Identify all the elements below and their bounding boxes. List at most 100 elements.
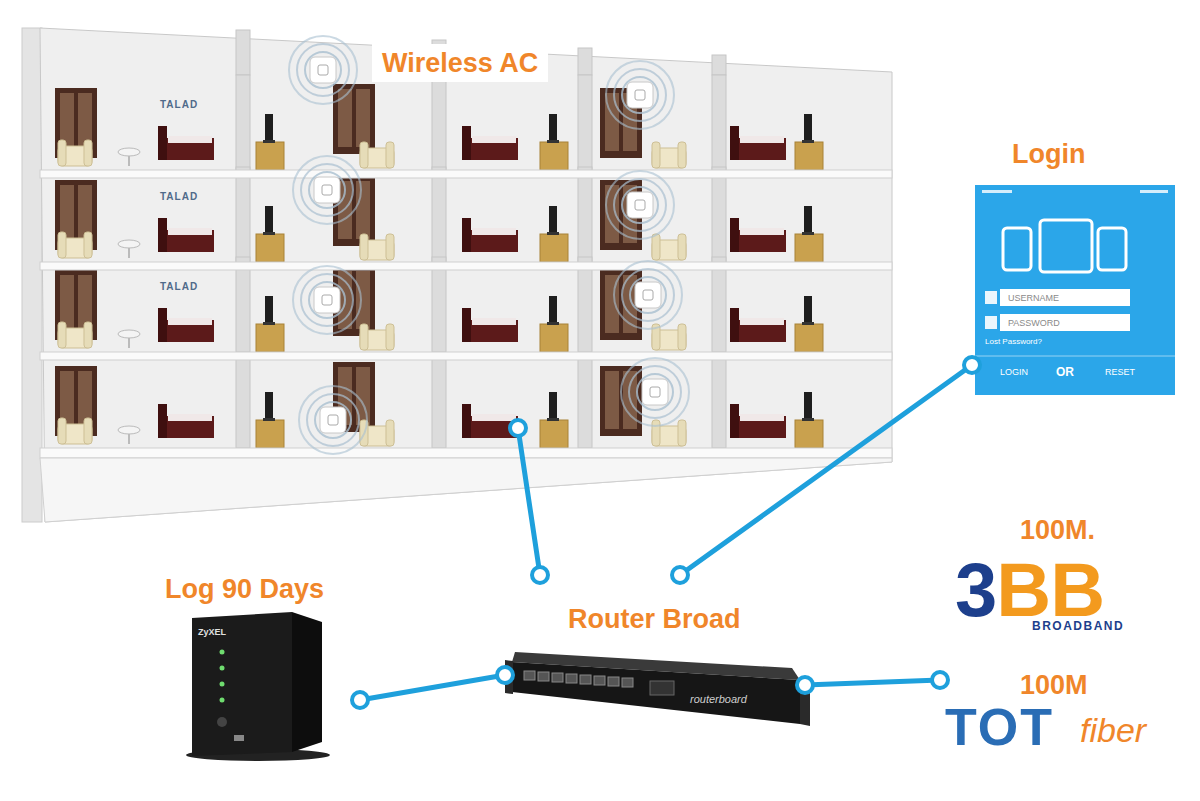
wall-logo: TALAD <box>160 98 198 111</box>
login-screen <box>982 190 1012 193</box>
hotel-building <box>578 48 592 75</box>
login-screen <box>1000 314 1130 331</box>
log-storage <box>220 666 225 671</box>
router-device <box>594 676 605 685</box>
log-storage <box>220 698 225 703</box>
log-storage <box>292 612 322 752</box>
hotel-building <box>55 257 823 352</box>
hotel-building <box>236 30 250 75</box>
hotel-building <box>22 28 892 522</box>
button-label: RESET <box>1105 366 1135 378</box>
router-device <box>505 652 810 726</box>
hotel-building <box>614 261 682 329</box>
button-label: RESET <box>1105 366 1135 378</box>
router-device <box>650 681 674 695</box>
hotel-building <box>40 448 892 458</box>
logo-text: TOT <box>945 706 1054 748</box>
router-device <box>512 662 800 724</box>
log-storage <box>234 735 244 741</box>
login-screen <box>1098 228 1126 270</box>
brand-text: ZyXEL <box>198 626 226 638</box>
connector-dot <box>672 567 688 583</box>
heading-label: Router Broad <box>568 603 741 635</box>
network-cable <box>680 365 972 575</box>
field-placeholder: PASSWORD <box>1008 317 1060 329</box>
login-screen <box>975 185 1175 395</box>
router-device <box>622 678 633 687</box>
router-node: Router Broad <box>505 575 805 730</box>
speed-label: 100M. <box>1020 515 1095 545</box>
login-screen <box>975 185 1175 395</box>
connector-group <box>797 672 948 693</box>
connector-dot <box>932 672 948 688</box>
log-storage <box>186 612 330 761</box>
network-cable <box>360 675 505 700</box>
link-text: Lost Password? <box>985 337 1042 347</box>
login-screen <box>985 316 997 329</box>
wall-logo: TALAD <box>160 190 198 203</box>
button-label: OR <box>1056 364 1074 380</box>
hotel-building <box>712 55 726 75</box>
log-storage <box>220 650 225 655</box>
brand-text: routerboard <box>690 692 747 706</box>
button-label: LOGIN <box>1000 366 1028 378</box>
connector-dot <box>797 677 813 693</box>
connector-dot <box>532 567 548 583</box>
hotel-building <box>606 171 674 239</box>
wall-logo: TALAD <box>160 280 198 293</box>
hotel-building <box>40 170 892 178</box>
log-storage <box>192 612 292 756</box>
button-label: LOGIN <box>1000 366 1028 378</box>
log-storage-node: Log 90 Days <box>160 570 360 760</box>
login-screen <box>985 291 997 304</box>
link-text: Lost Password? <box>985 337 1042 347</box>
logo-subtext: BROADBAND <box>1032 619 1124 633</box>
connector-group <box>672 357 980 583</box>
login-screen <box>1040 220 1092 272</box>
isp-node: 100M. 3BBBROADBAND <box>950 512 1150 639</box>
hotel-building <box>40 262 892 270</box>
connector-dot <box>964 357 980 373</box>
login-screen <box>1003 228 1031 270</box>
isp-node: 100MTOTfiber <box>940 668 1175 754</box>
router-device <box>566 674 577 683</box>
hotel-building <box>299 386 367 454</box>
field-placeholder: USERNAME <box>1008 292 1059 304</box>
connector-dot <box>510 420 526 436</box>
logo-text: 3BB <box>955 559 1104 621</box>
router-device <box>580 675 591 684</box>
wall-logo: TALAD <box>160 98 198 111</box>
router-device <box>524 671 535 680</box>
brand-text: ZyXEL <box>198 626 226 638</box>
button-label: OR <box>1056 364 1074 380</box>
login-node: Login <box>972 138 1178 398</box>
hotel-building <box>289 36 357 104</box>
hotel-building <box>40 352 892 360</box>
logo-subtext: fiber <box>1080 712 1146 748</box>
router-device <box>608 677 619 686</box>
wall-logo: TALAD <box>160 190 198 203</box>
hotel-building <box>621 358 689 426</box>
heading-label: Wireless AC <box>372 44 548 82</box>
connector-group <box>510 420 548 583</box>
hotel-building <box>40 28 892 522</box>
connector-dot <box>497 667 513 683</box>
network-cable <box>518 428 540 575</box>
hotel-building <box>293 156 361 224</box>
login-screen <box>975 356 1175 357</box>
hotel-building <box>55 75 823 170</box>
hotel-building <box>293 266 361 334</box>
field-placeholder: USERNAME <box>1008 292 1059 304</box>
login-screen <box>1000 289 1130 306</box>
brand-text: routerboard <box>690 692 747 706</box>
hotel-building <box>55 353 823 448</box>
field-placeholder: PASSWORD <box>1008 317 1060 329</box>
hotel-building <box>606 61 674 129</box>
heading-label: Log 90 Days <box>165 573 324 605</box>
connector-dot <box>352 692 368 708</box>
router-device <box>552 673 563 682</box>
log-storage <box>217 717 227 727</box>
